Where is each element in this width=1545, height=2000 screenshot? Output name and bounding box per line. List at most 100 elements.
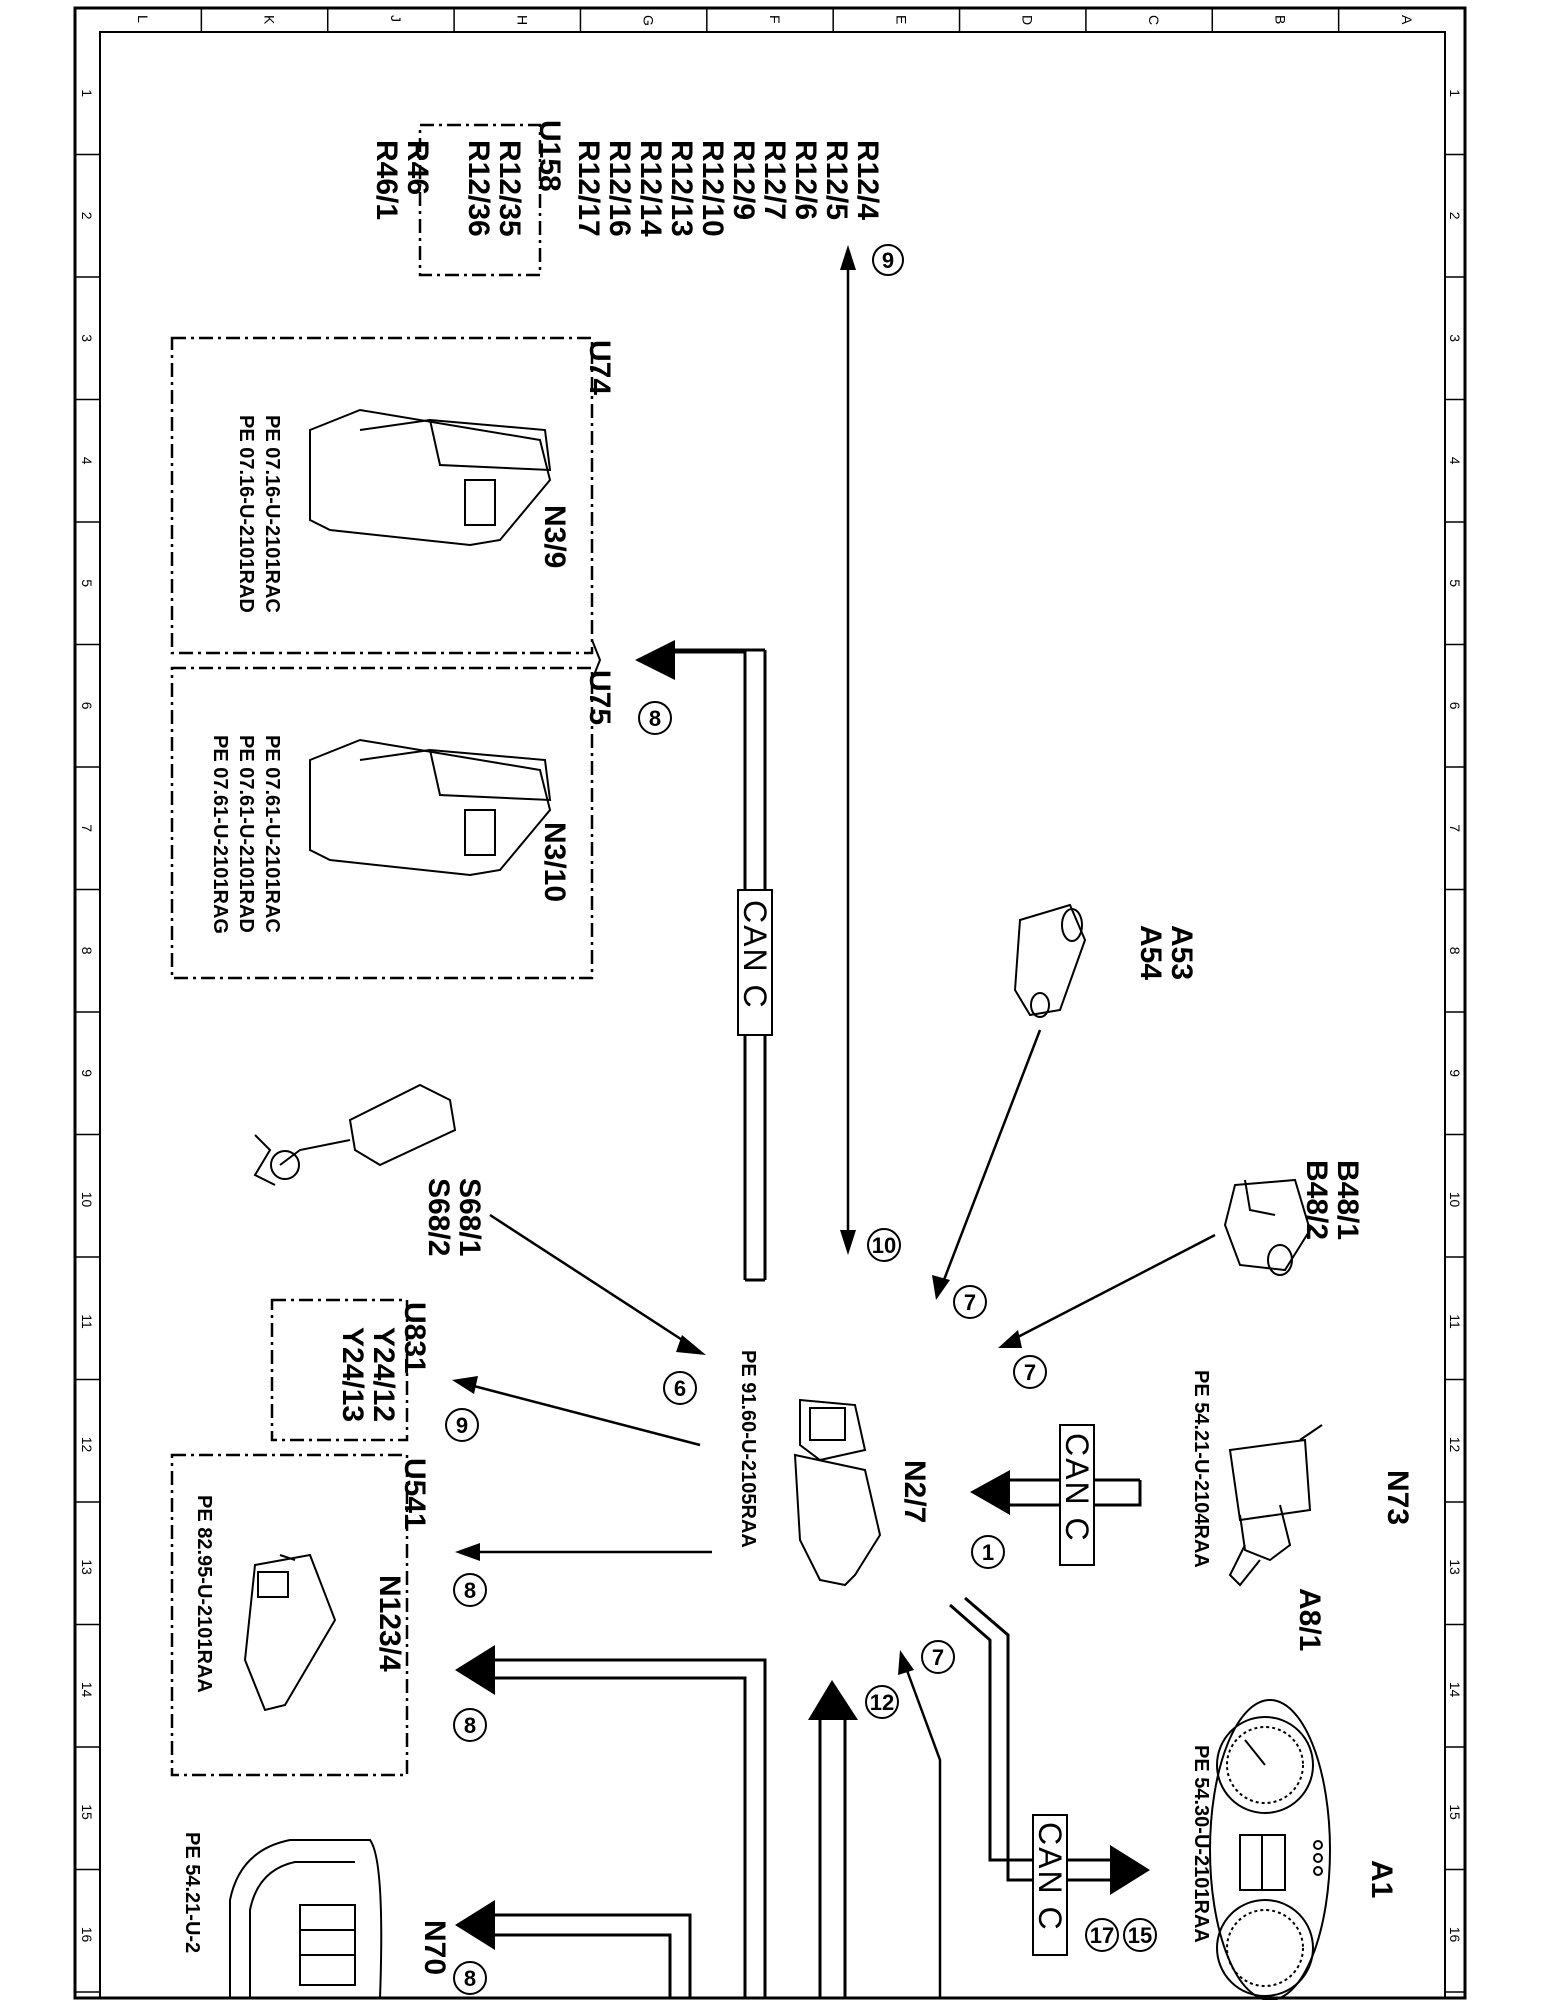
grid-col-label: 14 xyxy=(79,1682,95,1698)
arrowhead-a1 xyxy=(1110,1845,1150,1895)
circle-8-u541 xyxy=(453,1573,487,1607)
u831-item-1: Y24/13 xyxy=(336,1327,369,1422)
circle-9-top-text: 9 xyxy=(882,248,894,273)
circle-8-u74-text: 8 xyxy=(649,706,661,731)
grid-col-label: 6 xyxy=(1447,702,1463,710)
n2-7-label: N2/7 xyxy=(898,1460,931,1523)
circle-9-u831-text: 9 xyxy=(456,1413,468,1438)
r12-label-2: R12/6 xyxy=(789,140,822,220)
r12-group: R12/4 R12/5 R12/6 R12/7 R12/9 R12/10 R12… xyxy=(572,140,884,237)
circle-17 xyxy=(1085,1918,1119,1952)
r12-label-4: R12/9 xyxy=(727,140,760,220)
circle-7-a53 xyxy=(953,1285,987,1319)
circle-6 xyxy=(663,1371,697,1405)
n3-10-module-icon xyxy=(309,738,552,877)
u158-item-0: R12/35 xyxy=(493,140,526,237)
grid-col-label: 5 xyxy=(79,579,95,587)
n2-7-ref: PE 91.60-U-2105RAA xyxy=(737,1350,759,1548)
grid-col-label: 3 xyxy=(1447,334,1463,342)
r12-label-1: R12/5 xyxy=(820,140,853,220)
circle-7-b48-text: 7 xyxy=(1024,1360,1036,1385)
n2-7-module-icon xyxy=(793,1398,882,1587)
circle-9-u831 xyxy=(445,1408,479,1442)
s68-label-1: S68/2 xyxy=(422,1178,455,1256)
u74-refs: PE 07.16-U-2101RAC PE 07.16-U-2101RAD xyxy=(235,415,283,613)
arrowhead-up-top xyxy=(840,245,856,270)
u541-ref: PE 82.95-U-2101RAA xyxy=(193,1495,215,1693)
can-right-box xyxy=(1059,1424,1095,1566)
arrowhead-down xyxy=(840,1230,856,1255)
grid-row-label: J xyxy=(388,15,404,22)
connection-9-u831-line xyxy=(469,1383,701,1447)
b48-label-0: B48/1 xyxy=(1331,1160,1364,1240)
grid-col-label: 1 xyxy=(1447,89,1463,97)
bus-n70-inner xyxy=(490,1933,672,1998)
circle-7-bottom-text: 7 xyxy=(932,1645,944,1670)
u75-refs: PE 07.61-U-2101RAC PE 07.61-U-2101RAD PE… xyxy=(209,735,283,934)
circle-8-u74 xyxy=(638,701,672,735)
circle-10-text: 10 xyxy=(872,1233,896,1258)
r12-label-8: R12/16 xyxy=(603,140,636,237)
can-bottom-label: CAN C xyxy=(1032,1822,1068,1932)
arrowhead-7-bottom xyxy=(898,1650,914,1675)
u831-group: U831 Y24/12 Y24/13 xyxy=(336,1302,431,1422)
circle-15-text: 15 xyxy=(1128,1923,1152,1948)
arrowhead-s68 xyxy=(676,1335,706,1355)
u75-ref-2: PE 07.61-U-2101RAG xyxy=(209,735,231,934)
grid-col-label: 14 xyxy=(1447,1682,1463,1698)
grid-row-label: E xyxy=(893,15,909,24)
grid-col-label: 7 xyxy=(79,824,95,832)
arrowhead-u541 xyxy=(455,1543,480,1561)
circle-8-n70 xyxy=(453,1961,487,1995)
u74-box xyxy=(170,336,594,655)
connection-7-a53-line xyxy=(940,1029,1042,1286)
circle-17-text: 17 xyxy=(1090,1923,1114,1948)
grid-col-label: 9 xyxy=(79,1069,95,1077)
u75-ref-1: PE 07.61-U-2101RAD xyxy=(235,735,257,933)
grid-col-label: 4 xyxy=(1447,457,1463,465)
circle-12 xyxy=(865,1685,899,1719)
s68-switch-icon xyxy=(253,1083,457,1186)
can-top-label: CAN C xyxy=(737,900,773,1010)
rotated-content: R12/4 R12/5 R12/6 R12/7 R12/9 R12/10 R12… xyxy=(170,120,1414,2000)
grid-col-label: 15 xyxy=(79,1804,95,1820)
circle-9-top xyxy=(872,244,904,276)
grid-col-label: 16 xyxy=(79,1927,95,1943)
connection-7-b48-line xyxy=(1011,1233,1216,1342)
n3-9-module-icon xyxy=(309,408,552,547)
grid-row-label: B xyxy=(1272,15,1288,24)
grid-row-label: F xyxy=(767,15,783,24)
grid-col-label: 7 xyxy=(1447,824,1463,832)
grid-col-label: 13 xyxy=(1447,1559,1463,1575)
grid-row-label: G xyxy=(641,15,657,26)
grid-col-label: 1 xyxy=(79,89,95,97)
arrowhead-n70 xyxy=(455,1900,495,1950)
can-bottom-box xyxy=(1032,1814,1068,1956)
u158-box xyxy=(418,123,542,277)
n70-label: N70 xyxy=(418,1920,451,1975)
u831-label: U831 xyxy=(398,1302,431,1374)
r12-label-7: R12/14 xyxy=(634,140,667,237)
grid-row-label: H xyxy=(514,15,530,25)
grid-row-label: C xyxy=(1146,15,1162,25)
r12-label-0: R12/4 xyxy=(851,140,884,220)
u831-box xyxy=(270,1298,409,1442)
b48-sensor-icon xyxy=(1223,1178,1312,1276)
u74-ref-0: PE 07.16-U-2101RAC xyxy=(261,415,283,613)
circle-7-a53-text: 7 xyxy=(964,1290,976,1315)
n70-overhead-panel-icon xyxy=(229,1839,383,1999)
circle-15 xyxy=(1123,1918,1157,1952)
grid-col-label: 15 xyxy=(1447,1804,1463,1820)
circle-10 xyxy=(867,1228,901,1262)
a1-instrument-cluster-icon xyxy=(1209,1699,1331,2000)
grid-col-label: 4 xyxy=(79,457,95,465)
a1-ref: PE 54.30-U-2101RAA xyxy=(1190,1745,1212,1943)
arrowhead-u831 xyxy=(452,1376,478,1394)
u831-item-0: Y24/12 xyxy=(367,1327,400,1422)
can-top-box xyxy=(737,889,773,1036)
u74-ref-1: PE 07.16-U-2101RAD xyxy=(235,415,257,613)
n73-ignition-icon xyxy=(1228,1424,1323,1587)
r46-group: R46 R46/1 xyxy=(370,140,434,220)
arrowhead-b48 xyxy=(998,1330,1022,1348)
inner-frame xyxy=(99,31,1446,1999)
